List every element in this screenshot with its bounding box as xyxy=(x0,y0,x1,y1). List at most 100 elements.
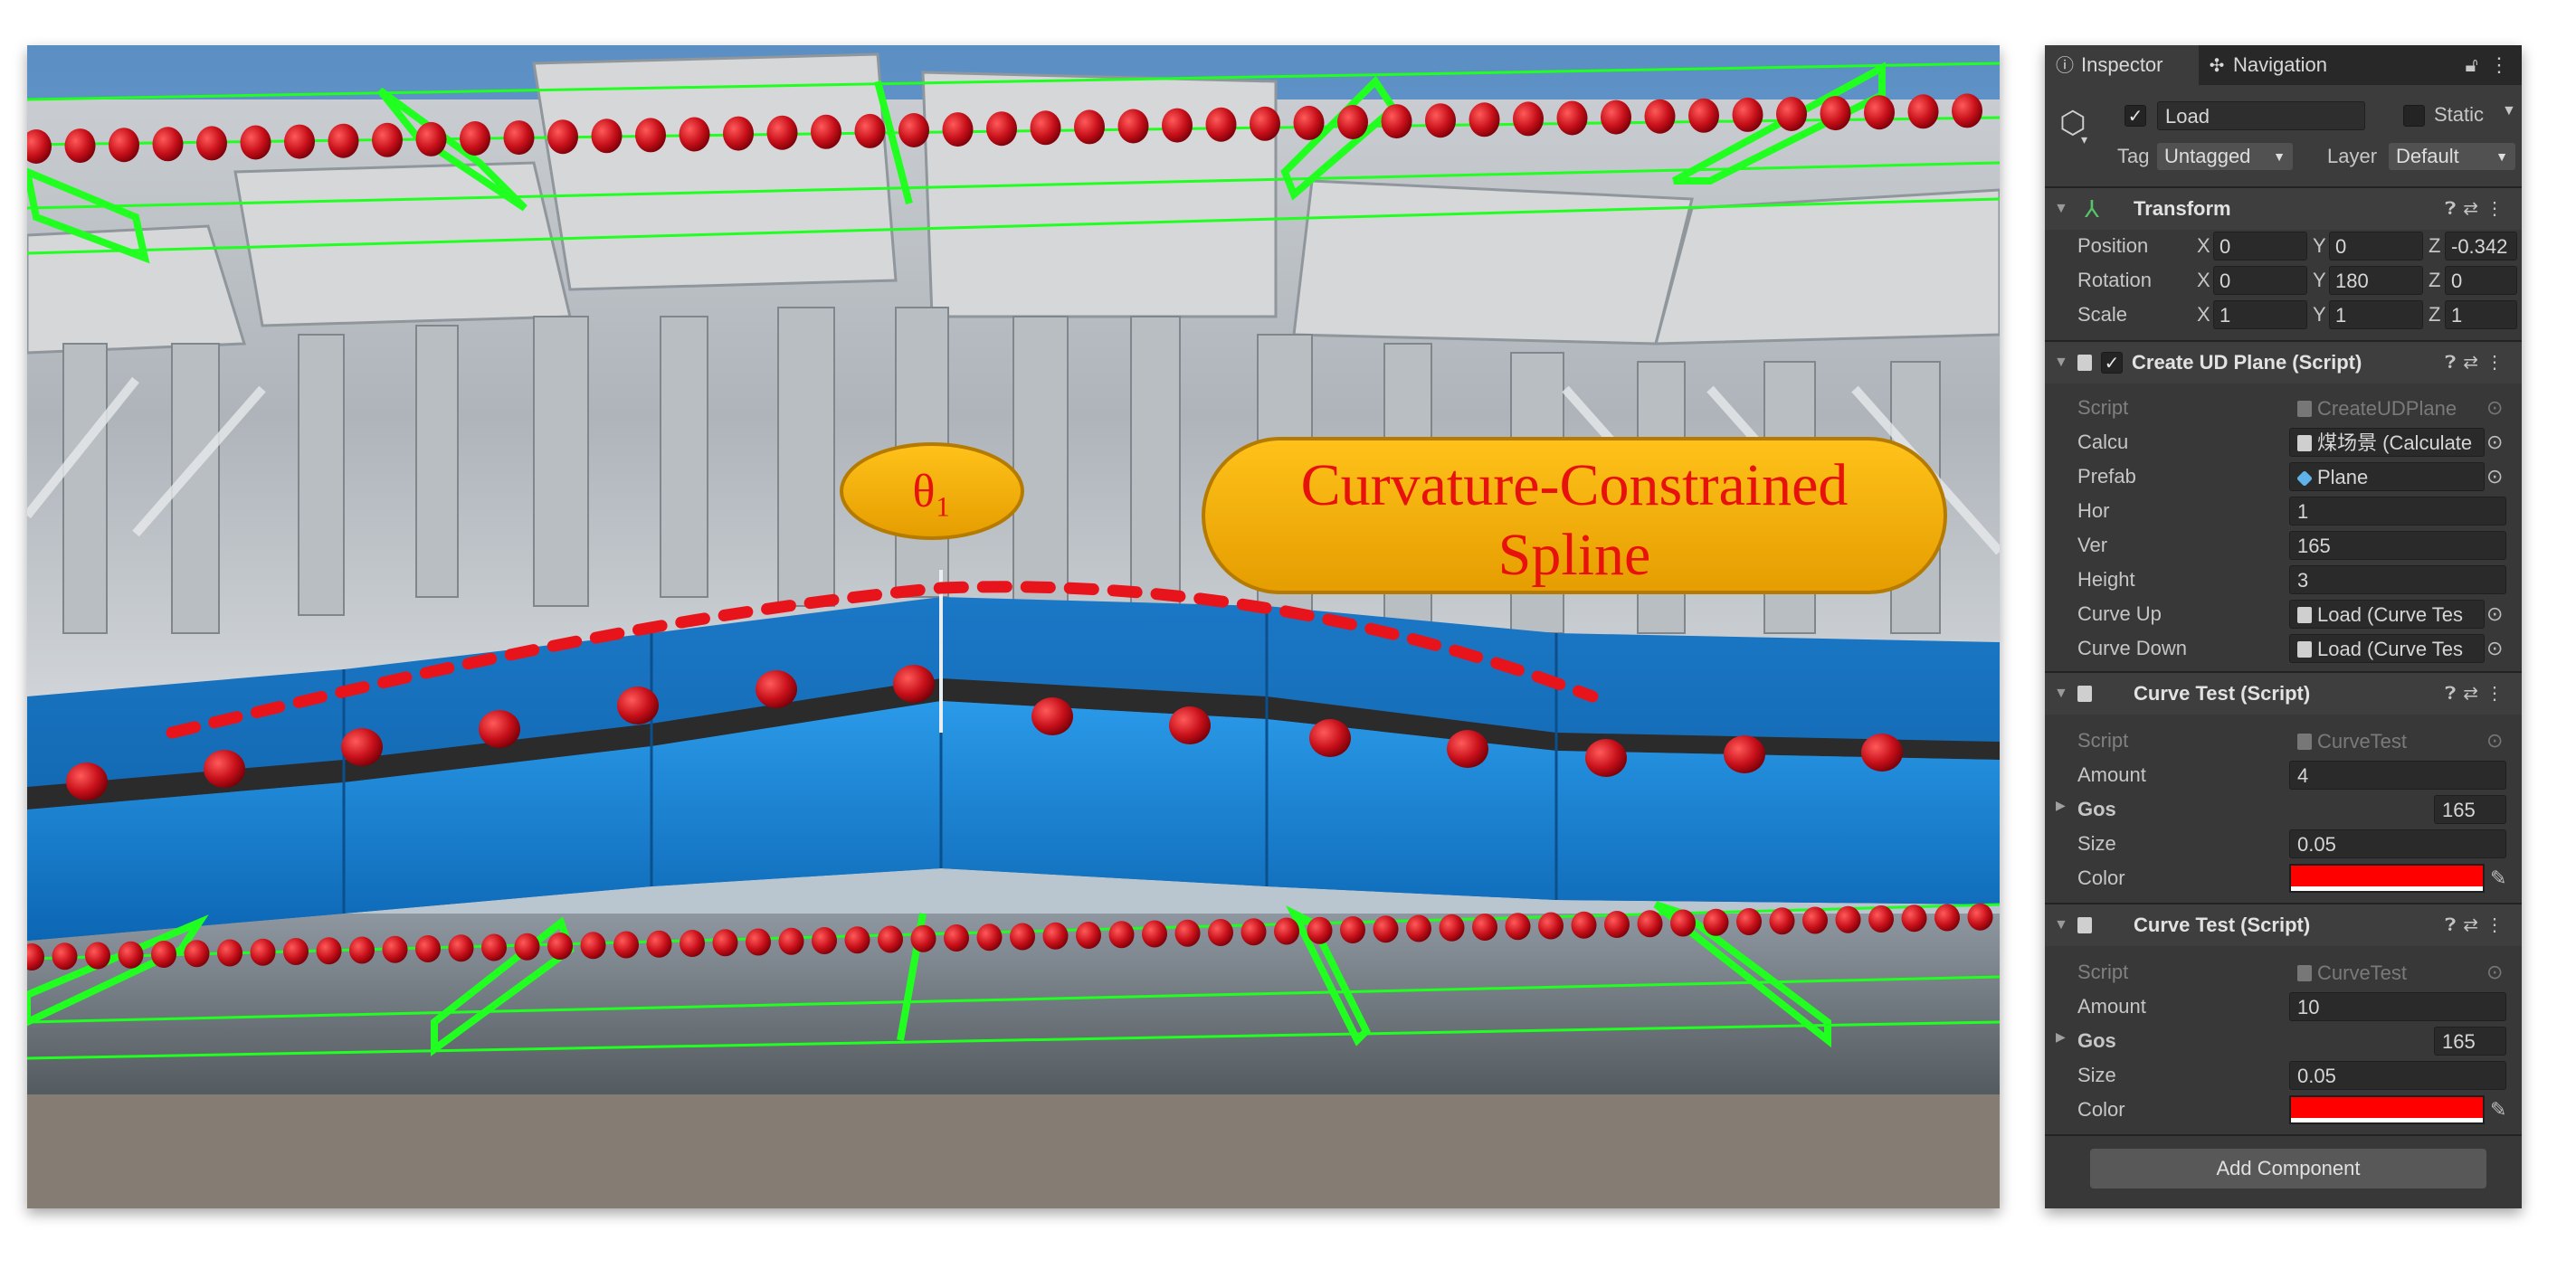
create-ud-plane-title: Create UD Plane (Script) xyxy=(2132,351,2362,374)
spline-point xyxy=(1585,739,1627,777)
add-component-button[interactable]: Add Component xyxy=(2090,1149,2486,1189)
more-icon[interactable]: ⋮ xyxy=(2486,353,2511,373)
gos-count-field[interactable]: 165 xyxy=(2434,1027,2506,1056)
curve-test-1-header[interactable]: ▼ Curve Test (Script) ❓︎⇄⋮ xyxy=(2045,673,2522,715)
transform-title: Transform xyxy=(2134,197,2231,220)
mid-spline-points xyxy=(66,665,1903,800)
transform-position-z[interactable]: -0.342 xyxy=(2445,232,2517,260)
spline-point xyxy=(778,927,804,955)
more-icon[interactable]: ⋮ xyxy=(2486,915,2511,935)
object-picker-icon[interactable]: ⊙ xyxy=(2486,602,2504,625)
size-field[interactable]: 0.05 xyxy=(2289,829,2506,858)
spline-point xyxy=(1208,919,1233,946)
component-actions[interactable]: ❓︎⇄⋮ xyxy=(2445,342,2511,384)
calcu-field[interactable]: 煤场景 (Calculate xyxy=(2289,428,2485,457)
help-icon[interactable]: ❓︎ xyxy=(2445,353,2464,373)
color-swatch[interactable] xyxy=(2289,1095,2485,1124)
layer-dropdown[interactable]: Default ▼ xyxy=(2389,143,2515,170)
static-dropdown-icon[interactable]: ▼ xyxy=(2502,103,2516,118)
top-guide-planes xyxy=(27,62,1886,264)
tab-menu[interactable]: 🔓︎ ⋮ xyxy=(2466,45,2510,85)
curve-test-2-fold-icon[interactable]: ▼ xyxy=(2054,917,2068,933)
preset-icon[interactable]: ⇄ xyxy=(2463,915,2486,935)
spline-point xyxy=(1901,904,1927,933)
gos-fold-icon[interactable]: ▶ xyxy=(2056,798,2066,812)
transform-rotation-y[interactable]: 180 xyxy=(2329,266,2423,295)
help-icon[interactable]: ❓︎ xyxy=(2445,684,2464,704)
curve-up-field[interactable]: Load (Curve Tes xyxy=(2289,600,2485,629)
object-name-field[interactable]: Load xyxy=(2157,101,2365,130)
curve-down-field[interactable]: Load (Curve Tes xyxy=(2289,634,2485,663)
create-ud-plane-fold-icon[interactable]: ▼ xyxy=(2054,355,2068,370)
spline-point xyxy=(812,927,837,954)
tab-navigation[interactable]: ✣Navigation xyxy=(2208,45,2380,85)
active-checkbox[interactable]: ✓ xyxy=(2124,105,2146,127)
object-picker-icon[interactable]: ⊙ xyxy=(2486,465,2504,488)
spline-point xyxy=(679,117,710,152)
tag-dropdown[interactable]: Untagged ▼ xyxy=(2157,143,2293,170)
help-icon[interactable]: ❓︎ xyxy=(2445,199,2464,219)
object-picker-icon[interactable]: ⊙ xyxy=(2486,431,2504,453)
prefab-field[interactable]: Plane xyxy=(2289,462,2485,491)
amount-field[interactable]: 10 xyxy=(2289,992,2506,1021)
gos-count-field[interactable]: 165 xyxy=(2434,795,2506,824)
preset-icon[interactable]: ⇄ xyxy=(2463,353,2486,373)
more-menu-icon[interactable]: ⋮ xyxy=(2489,53,2509,76)
spline-point xyxy=(27,129,52,164)
spline-point xyxy=(1864,95,1895,130)
component-actions[interactable]: ❓︎⇄⋮ xyxy=(2445,904,2511,946)
navigation-icon: ✣ xyxy=(2209,56,2225,76)
amount-field[interactable]: 4 xyxy=(2289,761,2506,790)
script-icon xyxy=(2297,607,2312,623)
curve-test-1-fold-icon[interactable]: ▼ xyxy=(2054,686,2068,701)
script-field: CreateUDPlane xyxy=(2289,393,2506,422)
spline-point xyxy=(217,939,242,967)
transform-position-x[interactable]: 0 xyxy=(2213,232,2307,260)
more-icon[interactable]: ⋮ xyxy=(2486,684,2511,704)
transform-rotation-z[interactable]: 0 xyxy=(2445,266,2517,295)
scene-view[interactable]: θ₁ Curvature-Constrained Spline xyxy=(27,45,2000,1208)
spline-point xyxy=(1604,911,1630,938)
icon-dropdown-arrow-icon[interactable]: ▾ xyxy=(2081,132,2088,147)
eyedropper-icon[interactable]: ✎ xyxy=(2490,867,2507,889)
gameobject-cube-icon: ⬡ xyxy=(2059,106,2086,140)
object-picker-icon[interactable]: ⊙ xyxy=(2486,637,2504,659)
static-checkbox[interactable] xyxy=(2403,105,2425,127)
transform-scale-y[interactable]: 1 xyxy=(2329,300,2423,329)
spline-point xyxy=(756,670,797,708)
transform-position-y[interactable]: 0 xyxy=(2329,232,2423,260)
size-field[interactable]: 0.05 xyxy=(2289,1061,2506,1090)
tag-chevron-icon: ▼ xyxy=(2273,149,2286,164)
ver-field[interactable]: 165 xyxy=(2289,531,2506,560)
height-field[interactable]: 3 xyxy=(2289,565,2506,594)
create-ud-plane-enabled-checkbox[interactable]: ✓ xyxy=(2101,352,2123,374)
transform-scale-z[interactable]: 1 xyxy=(2445,300,2517,329)
preset-icon[interactable]: ⇄ xyxy=(2463,199,2486,219)
spline-point xyxy=(1074,109,1105,145)
script-icon xyxy=(2297,401,2312,417)
transform-header[interactable]: ▼ ⅄ Transform ❓︎⇄⋮ xyxy=(2045,188,2522,230)
x-axis-label: X xyxy=(2197,303,2210,326)
transform-fold-icon[interactable]: ▼ xyxy=(2054,201,2068,216)
spline-point xyxy=(1309,719,1351,757)
eyedropper-icon[interactable]: ✎ xyxy=(2490,1098,2507,1121)
gos-label: Gos xyxy=(2077,1029,2116,1052)
transform-rotation-x[interactable]: 0 xyxy=(2213,266,2307,295)
more-icon[interactable]: ⋮ xyxy=(2486,199,2511,219)
transform-scale-x[interactable]: 1 xyxy=(2213,300,2307,329)
spline-point xyxy=(1703,908,1729,936)
spline-point xyxy=(811,114,841,149)
create-ud-plane-header[interactable]: ▼ ✓ Create UD Plane (Script) ❓︎⇄⋮ xyxy=(2045,342,2522,384)
color-swatch[interactable] xyxy=(2289,864,2485,893)
preset-icon[interactable]: ⇄ xyxy=(2463,684,2486,704)
spline-label-line2: Spline xyxy=(1498,522,1651,588)
hor-field[interactable]: 1 xyxy=(2289,497,2506,526)
z-axis-label: Z xyxy=(2429,303,2441,326)
help-icon[interactable]: ❓︎ xyxy=(2445,915,2464,935)
gos-fold-icon[interactable]: ▶ xyxy=(2056,1029,2066,1044)
curve-test-2-header[interactable]: ▼ Curve Test (Script) ❓︎⇄⋮ xyxy=(2045,904,2522,946)
lock-icon[interactable]: 🔓︎ xyxy=(2465,53,2478,76)
component-actions[interactable]: ❓︎⇄⋮ xyxy=(2445,673,2511,715)
component-actions[interactable]: ❓︎⇄⋮ xyxy=(2445,188,2511,230)
